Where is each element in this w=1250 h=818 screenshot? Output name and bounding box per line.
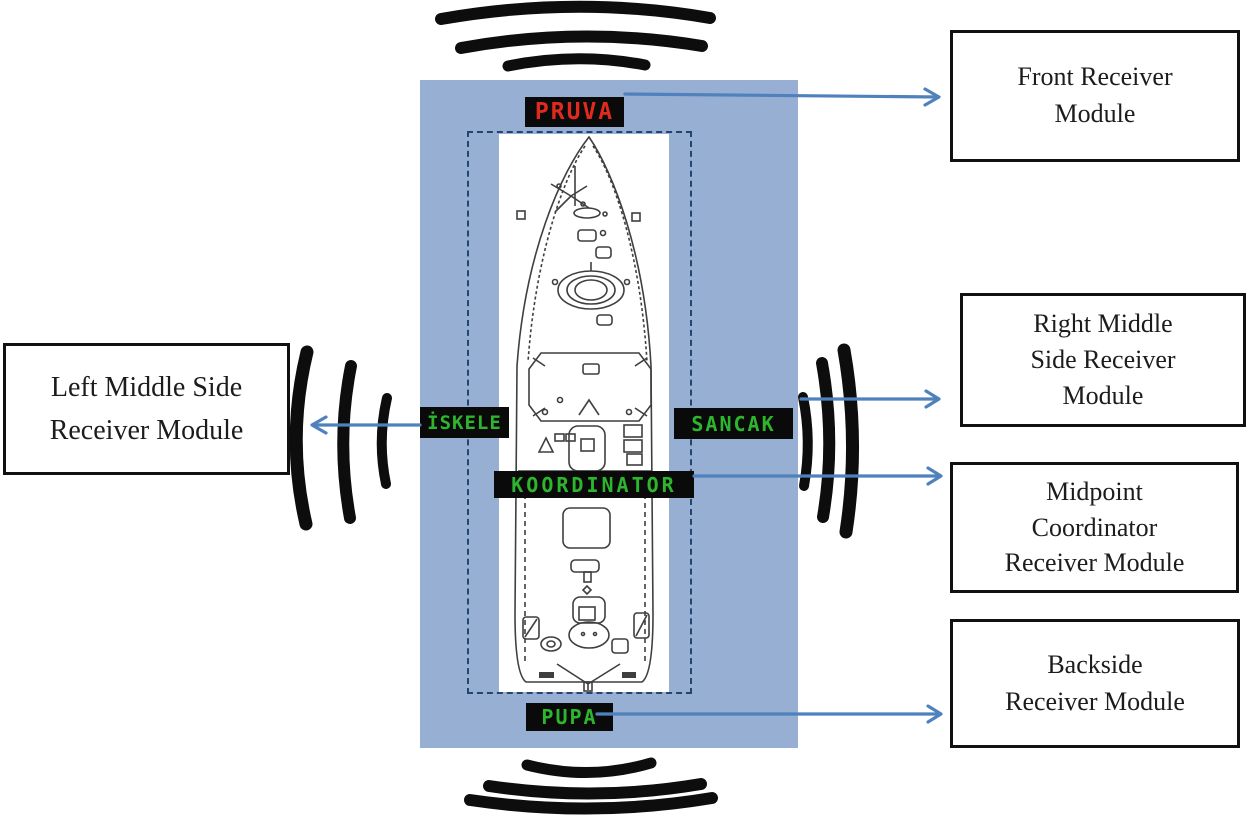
backside-receiver-module-box: Backside Receiver Module <box>950 619 1240 748</box>
module-box-line: Receiver Module <box>1005 686 1185 716</box>
module-box-line: Receiver Module <box>1004 548 1185 578</box>
ship-image-strip <box>499 134 669 692</box>
right-waves-icon <box>798 343 859 539</box>
module-box-line: Side Receiver <box>1030 345 1176 375</box>
midpoint-coordinator-receiver-module-box: Midpoint Coordinator Receiver Module <box>950 462 1239 593</box>
bottom-waves-icon <box>464 757 718 815</box>
top-waves-icon <box>435 0 716 72</box>
module-box-line: Module <box>1054 99 1136 128</box>
right-middle-side-receiver-module-box: Right Middle Side Receiver Module <box>960 293 1246 427</box>
ship-label-pruva: PRUVA <box>525 97 624 127</box>
module-box-line: Front Receiver <box>1017 62 1173 92</box>
module-box-line: Module <box>1062 380 1144 410</box>
arrow-iskele-to-left-module <box>310 415 422 435</box>
module-box-line: Backside <box>1047 649 1143 679</box>
module-box-line: Left Middle Side <box>50 371 243 403</box>
module-box-line: Receiver Module <box>49 415 244 446</box>
module-box-line: Midpoint <box>1046 476 1143 506</box>
front-receiver-module-box: Front Receiver Module <box>950 30 1240 162</box>
module-box-line: Right Middle <box>1033 309 1173 339</box>
ship-label-sancak: SANCAK <box>674 408 793 439</box>
left-waves-icon <box>289 345 392 531</box>
ship-label-pupa: PUPA <box>526 703 613 731</box>
ship-drawing <box>514 135 654 692</box>
ship-label-koordinator: KOORDINATOR <box>494 471 694 498</box>
module-box-line: Coordinator <box>1031 512 1158 542</box>
left-middle-side-receiver-module-box: Left Middle Side Receiver Module <box>3 343 290 475</box>
arrow-sancak-to-right-middle-module <box>799 389 941 409</box>
ship-label-iskele: İSKELE <box>420 407 509 438</box>
